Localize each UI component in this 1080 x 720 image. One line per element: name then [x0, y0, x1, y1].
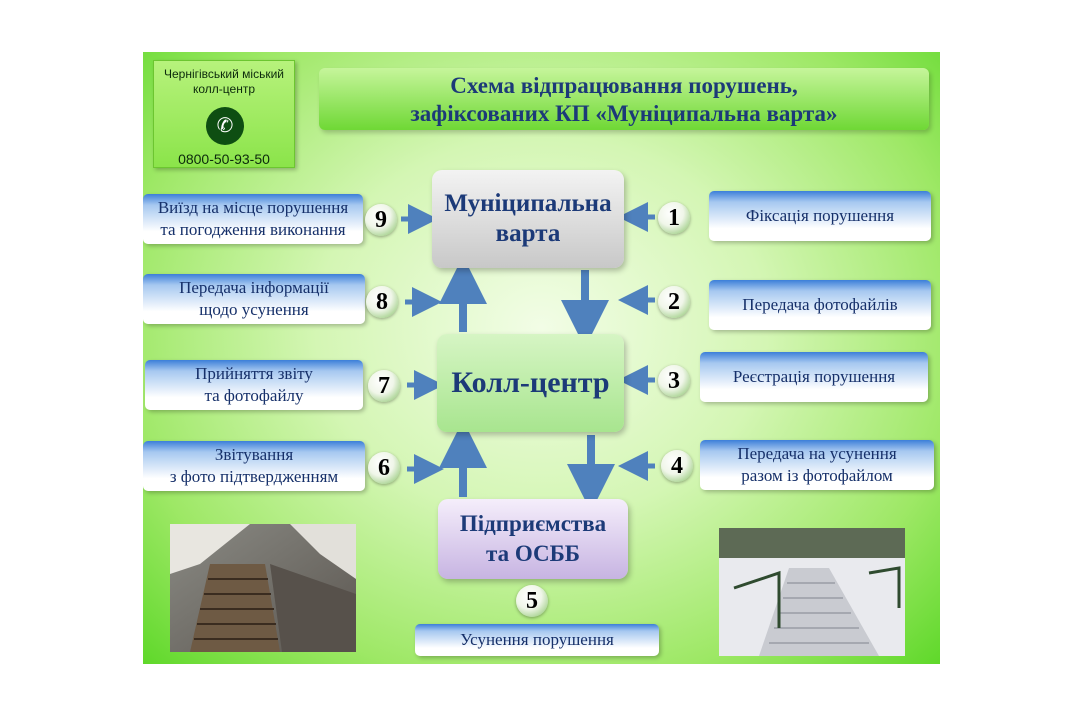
- step-5-number: 5: [516, 585, 548, 617]
- title-banner: Схема відпрацювання порушень, зафіксован…: [319, 68, 929, 130]
- step-9-line2: та погодження виконання: [160, 220, 346, 239]
- step-9-number: 9: [365, 204, 397, 236]
- slide: Чернігівський міський колл-центр ✆ 0800-…: [143, 52, 940, 664]
- step-6-line1: Звітування: [214, 445, 294, 464]
- photo-before: [170, 524, 356, 652]
- pidp-line1: Підприємства: [459, 511, 607, 536]
- step-8-number: 8: [366, 286, 398, 318]
- step-4-number: 4: [661, 450, 693, 482]
- varta-line2: варта: [495, 220, 561, 247]
- flow-arrows: [401, 202, 655, 512]
- step-2-box: Передача фотофайлів: [709, 280, 931, 330]
- box-municipal-guard: Муніципальна варта: [432, 170, 624, 268]
- step-9-line1: Виїзд на місце порушення: [157, 198, 349, 217]
- callcenter-name: Чернігівський міський колл-центр: [154, 67, 294, 97]
- step-4-line1: Передача на усунення: [737, 444, 897, 463]
- box-call-center: Колл-центр: [437, 334, 624, 432]
- step-7-line2: та фотофайлу: [204, 386, 304, 405]
- title-line1: Схема відпрацювання порушень,: [450, 73, 798, 98]
- step-5-box: Усунення порушення: [415, 624, 659, 656]
- step-4-box: Передача на усунення разом із фотофайлом: [700, 440, 934, 490]
- step-3-number: 3: [658, 365, 690, 397]
- callcenter-phone: 0800-50-93-50: [178, 151, 270, 167]
- step-2-line1: Передача фотофайлів: [742, 295, 898, 314]
- step-5-line1: Усунення порушення: [460, 630, 614, 649]
- step-7-box: Прийняття звіту та фотофайлу: [145, 360, 363, 410]
- step-6-number: 6: [368, 452, 400, 484]
- pidp-line2: та ОСББ: [485, 541, 581, 566]
- step-9-box: Виїзд на місце порушення та погодження ви…: [143, 194, 363, 244]
- step-8-line2: щодо усунення: [199, 300, 309, 319]
- photo-after: [719, 528, 905, 656]
- callcenter-name-line1: Чернігівський міський: [164, 67, 284, 81]
- step-1-box: Фіксація порушення: [709, 191, 931, 241]
- step-1-line1: Фіксація порушення: [745, 206, 895, 225]
- phone-icon: ✆: [206, 107, 244, 145]
- step-2-number: 2: [658, 286, 690, 318]
- callcenter-badge: Чернігівський міський колл-центр ✆ 0800-…: [153, 60, 295, 168]
- step-8-box: Передача інформації щодо усунення: [143, 274, 365, 324]
- callcenter-name-line2: колл-центр: [192, 82, 255, 96]
- title-line2: зафіксованих КП «Муніципальна варта»: [410, 101, 838, 126]
- step-3-box: Реєстрація порушення: [700, 352, 928, 402]
- step-7-line1: Прийняття звіту: [195, 364, 313, 383]
- step-8-line1: Передача інформації: [179, 278, 329, 297]
- varta-line1: Муніципальна: [444, 190, 612, 217]
- step-1-number: 1: [658, 202, 690, 234]
- callcenter-label: Колл-центр: [451, 366, 610, 399]
- step-7-number: 7: [368, 370, 400, 402]
- step-4-line2: разом із фотофайлом: [741, 466, 893, 485]
- step-3-line1: Реєстрація порушення: [732, 367, 896, 386]
- step-6-box: Звітування з фото підтвердженням: [143, 441, 365, 491]
- box-enterprises: Підприємства та ОСББ: [438, 499, 628, 579]
- step-6-line2: з фото підтвердженням: [169, 467, 339, 486]
